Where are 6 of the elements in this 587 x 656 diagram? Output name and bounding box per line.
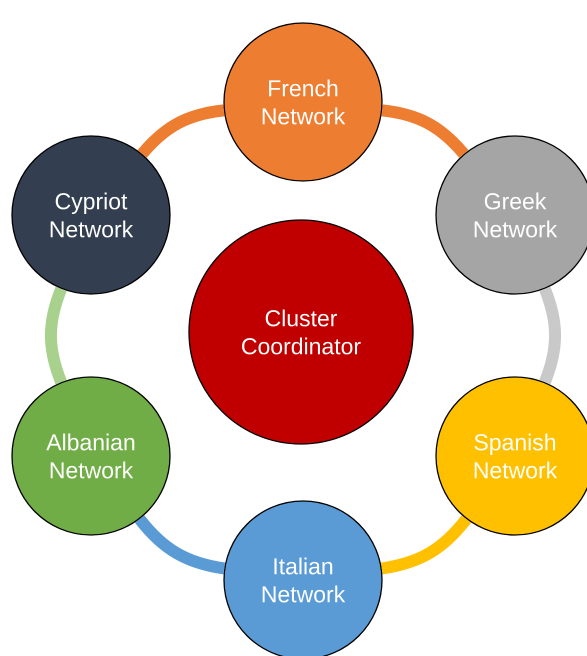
ring-connector (138, 104, 225, 158)
ring-connector (135, 515, 226, 574)
ring-connector (539, 286, 562, 384)
ring-connector (44, 286, 67, 384)
ring-connector (381, 104, 468, 158)
ring-connector (380, 515, 471, 574)
